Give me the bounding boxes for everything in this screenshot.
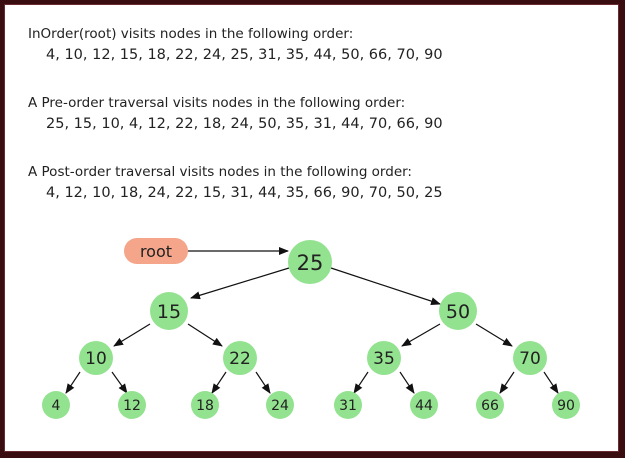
edge-15-22: [187, 323, 223, 347]
node-circle: [118, 391, 146, 419]
node-50: 50: [439, 292, 477, 330]
edge-25-50: [330, 267, 441, 305]
node-22: 22: [223, 341, 257, 375]
node-24: 24: [266, 391, 294, 419]
node-label: 12: [123, 398, 141, 414]
edge-10-12: [111, 371, 128, 394]
node-90: 90: [552, 391, 580, 419]
node-label: 50: [446, 301, 470, 323]
postorder-sequence: 4, 12, 10, 18, 24, 22, 15, 31, 44, 35, 6…: [46, 185, 443, 201]
node-31: 31: [334, 391, 362, 419]
node-label: 25: [297, 251, 324, 275]
node-label: 4: [52, 398, 61, 414]
node-circle: [334, 391, 362, 419]
node-circle: [191, 391, 219, 419]
node-18: 18: [191, 391, 219, 419]
node-circle: [79, 341, 113, 375]
edge-15-10: [113, 323, 151, 347]
edge-35-44: [399, 371, 415, 394]
node-70: 70: [513, 341, 547, 375]
edge-25-15: [190, 267, 290, 300]
node-15: 15: [150, 292, 188, 330]
tree-nodes: 25 15 50 10 22 35 70 4: [42, 240, 580, 419]
node-label: 90: [557, 398, 575, 414]
edge-22-18: [211, 371, 227, 394]
postorder-block: A Post-order traversal visits nodes in t…: [28, 164, 443, 201]
node-44: 44: [410, 391, 438, 419]
figure-frame: [4, 4, 619, 452]
node-circle: [150, 292, 188, 330]
inorder-caption: InOrder(root) visits nodes in the follow…: [28, 26, 354, 42]
node-label: 66: [481, 398, 499, 414]
node-label: 31: [339, 398, 357, 414]
root-tag: [124, 238, 188, 264]
edge-50-70: [475, 323, 513, 347]
node-circle: [552, 391, 580, 419]
node-circle: [513, 341, 547, 375]
node-label: 44: [415, 398, 433, 414]
node-circle: [410, 391, 438, 419]
edge-22-24: [255, 371, 271, 394]
root-tag-label: root: [140, 242, 172, 261]
node-circle: [288, 240, 332, 284]
node-10: 10: [79, 341, 113, 375]
preorder-sequence: 25, 15, 10, 4, 12, 22, 18, 24, 50, 35, 3…: [46, 116, 443, 132]
node-circle: [223, 341, 257, 375]
edge-70-66: [499, 371, 515, 394]
node-circle: [439, 292, 477, 330]
node-label: 24: [271, 398, 289, 414]
node-label: 15: [157, 301, 181, 323]
edge-10-4: [65, 371, 81, 394]
tree-edges: [65, 267, 559, 394]
preorder-block: A Pre-order traversal visits nodes in th…: [28, 95, 443, 132]
preorder-caption: A Pre-order traversal visits nodes in th…: [28, 95, 406, 111]
root-pointer: root: [124, 238, 289, 264]
node-35: 35: [367, 341, 401, 375]
node-label: 22: [229, 349, 251, 369]
node-label: 35: [373, 349, 395, 369]
node-label: 18: [196, 398, 214, 414]
edge-50-35: [401, 323, 441, 347]
node-66: 66: [476, 391, 504, 419]
node-12: 12: [118, 391, 146, 419]
node-4: 4: [42, 391, 70, 419]
node-circle: [42, 391, 70, 419]
edge-70-90: [543, 371, 559, 394]
inorder-block: InOrder(root) visits nodes in the follow…: [28, 26, 443, 63]
postorder-caption: A Post-order traversal visits nodes in t…: [28, 164, 412, 180]
node-circle: [476, 391, 504, 419]
node-circle: [266, 391, 294, 419]
node-25: 25: [288, 240, 332, 284]
node-circle: [367, 341, 401, 375]
node-label: 10: [85, 349, 107, 369]
node-label: 70: [519, 349, 541, 369]
edge-35-31: [353, 371, 369, 394]
inorder-sequence: 4, 10, 12, 15, 18, 22, 24, 25, 31, 35, 4…: [46, 47, 443, 63]
